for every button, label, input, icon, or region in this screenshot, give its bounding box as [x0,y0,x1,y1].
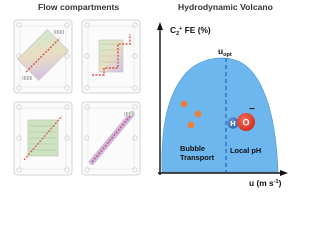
flow-plate-diagonal-2 [81,101,141,176]
y-axis-label: C2+ FE (%) [170,25,211,37]
x-axis-label: u (m s-1) [249,178,282,188]
optimum-velocity-label: uopt [218,46,232,58]
flow-compartments-title: Flow compartments [38,2,120,12]
chart-axes [157,22,288,176]
flow-plate-block [13,101,73,176]
negative-charge: − [249,104,255,115]
bubble-transport-label: Bubble [180,144,205,153]
hydrodynamic-volcano-title: Hydrodynamic Volcano [178,2,273,12]
hydroxide-ion: H O − [227,104,255,131]
bubble-transport-label-line2: Transport [180,153,215,162]
local-ph-label: Local pH [230,146,261,155]
flow-plate-diagonal-1 [13,19,73,94]
svg-text:H: H [230,119,235,128]
svg-text:O: O [242,118,249,128]
bubble-markers [180,100,202,129]
flow-plate-serpentine-1 [81,19,141,94]
volcano-shape [161,57,279,173]
